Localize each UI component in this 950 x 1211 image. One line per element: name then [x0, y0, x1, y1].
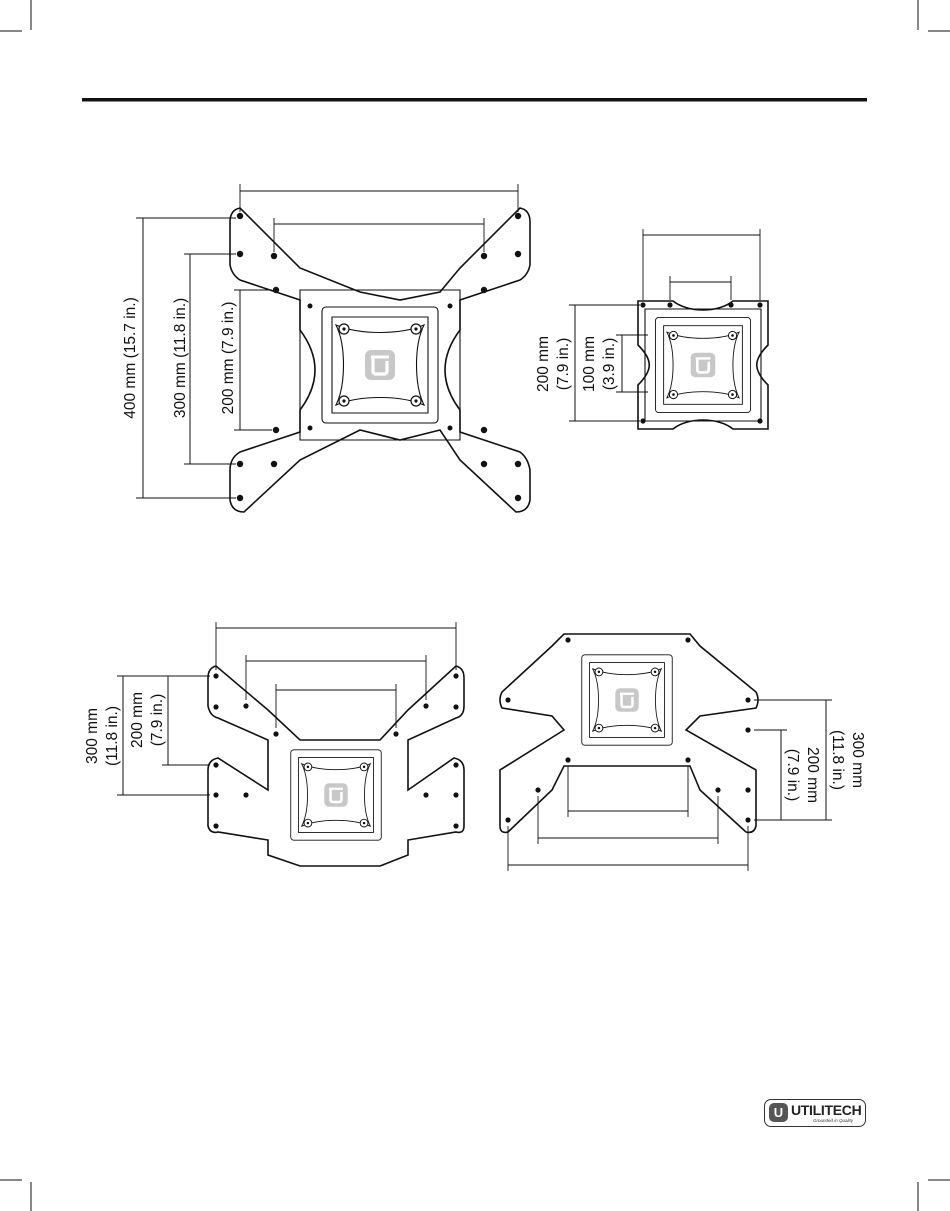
label-100mm-a: 100 mm: [581, 336, 598, 392]
label-400mm: 400 mm (15.7 in.): [122, 297, 139, 418]
label-300mm-d: (11.8 in.): [829, 730, 846, 790]
diagram-300mm-vertical: 300 mm (11.8 in.) 200 mm (7.9 in.): [84, 622, 464, 866]
label-200mm-e: 200 mm: [804, 747, 821, 803]
label-100mm-b: (3.9 in.): [601, 338, 618, 391]
label-200mm-d: (7.9 in.): [149, 694, 166, 747]
label-300mm-c: 300 mm: [849, 732, 866, 788]
utilitech-logo: U UTILITECH Grounded in Quality: [764, 1099, 866, 1127]
label-200mm: 200 mm (7.9 in.): [220, 302, 237, 415]
label-300mm-b: (11.8 in.): [104, 706, 121, 766]
diagram-300mm-horizontal: 300 mm (11.8 in.) 200 mm (7.9 in.): [500, 634, 866, 871]
logo-mark: U: [769, 1103, 788, 1122]
logo-name: UTILITECH: [791, 1102, 861, 1118]
label-300mm: 300 mm (11.8 in.): [172, 298, 189, 418]
header-rule: [82, 98, 867, 102]
label-300mm-a: 300 mm: [84, 708, 101, 764]
logo-tagline: Grounded in Quality: [813, 1118, 853, 1123]
diagram-100mm: 200 mm (7.9 in.) 100 mm (3.9 in.): [535, 229, 768, 429]
label-200mm-f: (7.9 in.): [784, 749, 801, 802]
diagram-400mm: 400 mm (15.7 in.) 300 mm (11.8 in.) 200 …: [122, 184, 530, 512]
label-200mm-b: (7.9 in.): [555, 338, 572, 391]
label-200mm-a: 200 mm: [535, 336, 552, 392]
label-200mm-c: 200 mm: [129, 692, 146, 748]
